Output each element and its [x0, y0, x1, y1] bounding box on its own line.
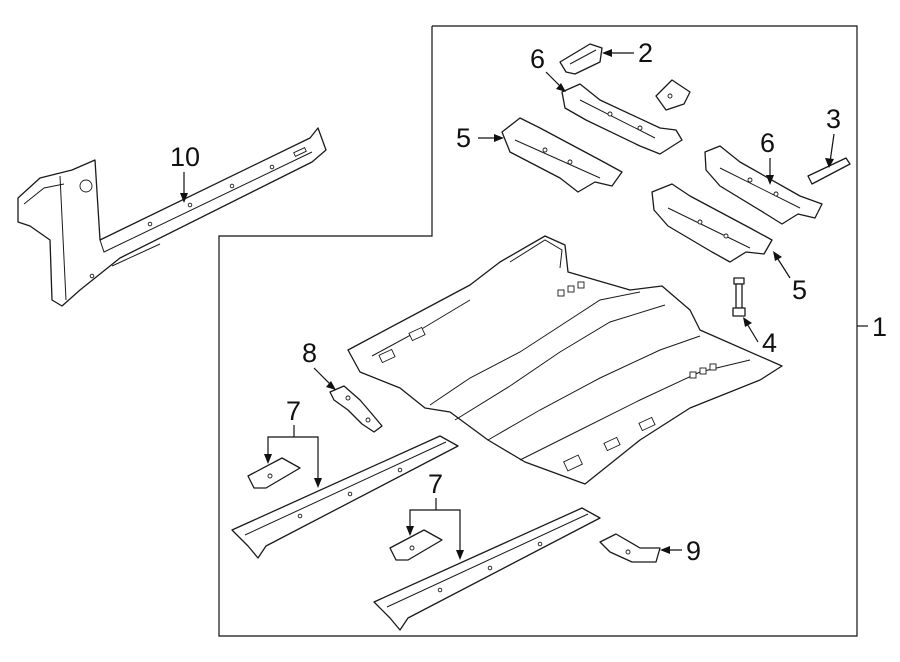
leader-7-lower-bar [409, 509, 461, 556]
callout-2: 2 [638, 38, 653, 68]
callout-5-lower: 5 [792, 275, 807, 305]
callout-9: 9 [686, 536, 701, 566]
part-7-sill-lower [373, 507, 601, 631]
part-plate-small [655, 79, 691, 111]
arrow-7a-lower [406, 526, 414, 536]
callout-1: 1 [872, 312, 887, 342]
arrow-6-lower [766, 175, 774, 185]
part-3-strip [807, 157, 851, 185]
callout-7-upper: 7 [286, 396, 301, 426]
part-4-bolt [732, 277, 746, 317]
callout-8: 8 [302, 338, 317, 368]
part-10-rocker-panel [17, 127, 327, 307]
arrow-7b-upper [314, 478, 322, 488]
callout-4: 4 [762, 328, 777, 358]
part-1-floor-pan [347, 235, 783, 485]
arrow-8 [326, 381, 336, 390]
assembly-frame [218, 25, 858, 637]
leader-4 [745, 321, 759, 343]
arrow-3 [825, 158, 834, 168]
arrow-9 [660, 546, 670, 554]
callout-6-lower: 6 [760, 128, 775, 158]
part-5-crossmember-lower [651, 183, 773, 263]
part-2-bracket [559, 43, 603, 75]
callout-10: 10 [170, 142, 200, 172]
part-6-crossmember-lower [704, 145, 823, 225]
arrow-2 [602, 49, 612, 57]
leader-8 [313, 367, 333, 387]
arrow-4 [743, 317, 752, 327]
arrow-7a-upper [264, 454, 272, 464]
callout-3: 3 [826, 104, 841, 134]
callout-7-lower: 7 [428, 469, 443, 499]
part-5-crossmember-upper [501, 117, 623, 193]
part-9-bracket [599, 533, 661, 563]
arrow-5-upper [494, 134, 504, 142]
arrow-6-upper [556, 83, 566, 92]
part-6-crossmember-upper [561, 83, 683, 155]
part-8-bracket [329, 385, 383, 433]
leader-3 [829, 133, 835, 163]
arrow-5-lower [773, 251, 782, 261]
leader-7-upper-bar [267, 436, 319, 484]
arrow-7b-lower [456, 550, 464, 560]
part-7-sill-upper [231, 435, 459, 559]
leader-5-lower [775, 255, 791, 279]
arrow-10 [180, 193, 188, 203]
callout-6-upper: 6 [530, 44, 545, 74]
callout-5-upper: 5 [456, 123, 471, 153]
